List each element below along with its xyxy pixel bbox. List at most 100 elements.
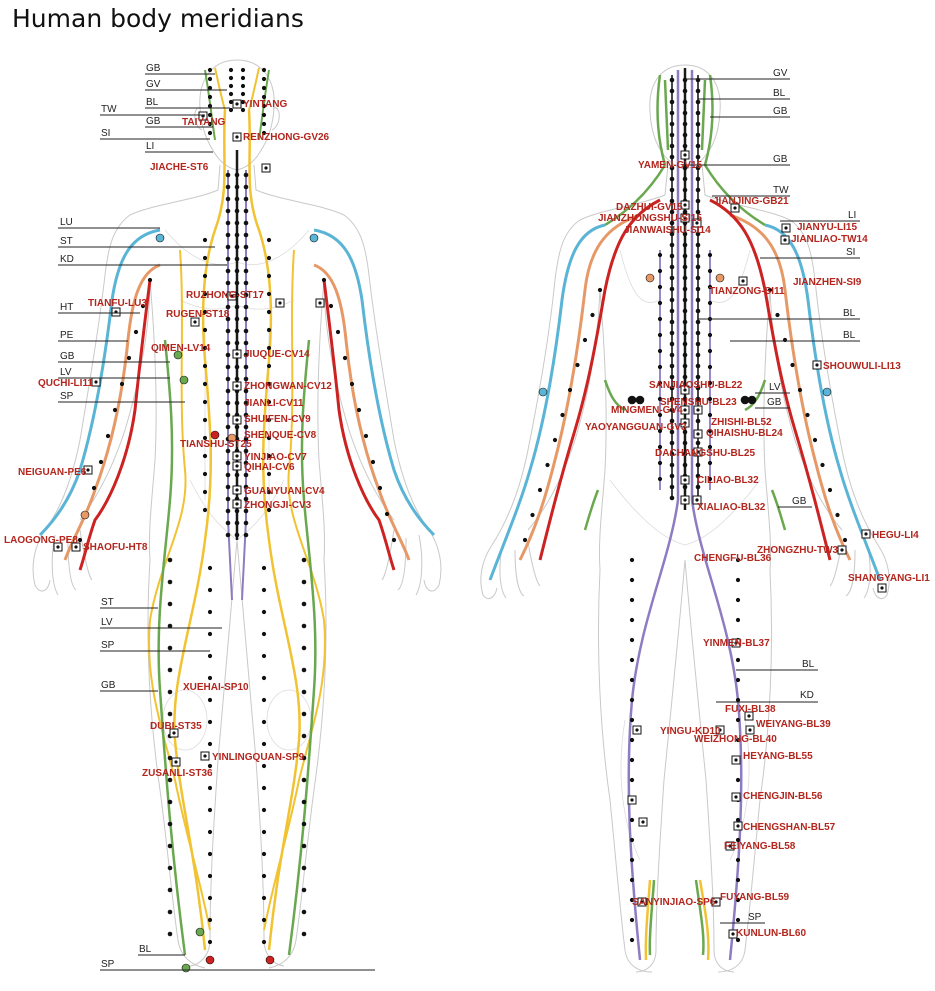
back-arm-dot: [805, 412, 810, 418]
point-mingmen: MINGMEN-GV4: [611, 405, 683, 416]
front-gv-head: [214, 67, 260, 111]
back-meridian-dot: [707, 476, 713, 482]
front-leg-dot: [261, 939, 267, 945]
back-meridian-dot: [695, 88, 701, 94]
front-leg-dot: [261, 851, 267, 857]
front-arm-dot: [140, 303, 146, 309]
back-meridian-dot: [682, 121, 688, 127]
back-gb-shoulder: [604, 164, 766, 227]
svg-text:GV: GV: [773, 68, 788, 79]
back-point-marker-center: [741, 279, 745, 283]
back-meridian-dot: [669, 451, 675, 457]
back-meridian-dot: [669, 231, 675, 237]
front-arm-dot: [370, 459, 376, 465]
front-head-dot: [207, 121, 213, 127]
front-leg-dot: [261, 873, 267, 879]
front-point-marker-center: [172, 731, 176, 735]
front-arm-dot: [328, 303, 334, 309]
svg-text:BL: BL: [802, 659, 815, 670]
colored-point-marker: [80, 510, 90, 520]
svg-text:LV: LV: [769, 382, 781, 393]
back-shoulder-blades: [609, 249, 761, 546]
back-leg-dot: [629, 757, 635, 763]
front-meridian-dot: [243, 244, 249, 250]
back-meridian-dot: [682, 264, 688, 270]
back-point-marker-center: [864, 532, 868, 536]
front-leg-dot: [207, 895, 213, 901]
front-meridian-dot: [243, 292, 249, 298]
front-leg-dot: [261, 609, 267, 615]
point-fuyang: FUYANG-BL59: [720, 892, 790, 903]
back-meridian-dot: [657, 428, 663, 434]
front-meridian-dot: [266, 471, 272, 477]
front-leg-dot: [207, 719, 213, 725]
svg-text:BL: BL: [843, 308, 856, 319]
front-st-line-left: [173, 109, 227, 951]
back-meridian-dot: [695, 99, 701, 105]
back-tag-bl-4: BL: [736, 659, 818, 671]
front-tag-sp-1: SP: [58, 391, 185, 403]
back-meridian-dot: [707, 348, 713, 354]
front-leg-dot: [207, 609, 213, 615]
back-meridian-tags: GV BL GB GB TW LI SI BL BL LV GB GB BL K…: [686, 68, 860, 924]
front-meridian-dot: [234, 472, 240, 478]
svg-text:TW: TW: [773, 185, 789, 196]
point-chengfu: CHENGFU-BL36: [694, 553, 772, 564]
svg-text:LU: LU: [60, 217, 73, 228]
back-leg-dot: [735, 657, 741, 663]
front-ht-line-left: [78, 279, 152, 571]
back-tag-gb-3: GB: [755, 397, 790, 409]
front-meridian-dot: [225, 196, 231, 202]
front-leg-dot: [167, 557, 173, 563]
front-head-dot: [261, 130, 267, 136]
back-point-marker-center: [683, 498, 687, 502]
back-point-marker-center: [695, 221, 699, 225]
back-leg-dot: [629, 897, 635, 903]
front-leg-dot: [301, 821, 307, 827]
back-leg-dot: [735, 777, 741, 783]
front-leg-dot: [261, 807, 267, 813]
back-meridian-dot: [707, 364, 713, 370]
back-meridian-dot: [657, 460, 663, 466]
front-leg-dot: [167, 667, 173, 673]
back-point-marker-center: [880, 586, 884, 590]
back-meridian-dot: [682, 253, 688, 259]
back-body-figure: [480, 64, 890, 973]
svg-text:GB: GB: [60, 351, 75, 362]
back-meridian-dot: [707, 412, 713, 418]
front-head-dot: [207, 130, 213, 136]
colored-point-marker: [635, 395, 645, 405]
back-meridian-dot: [682, 330, 688, 336]
back-tag-bl-2: BL: [698, 308, 860, 320]
front-head-dot: [207, 85, 213, 91]
front-meridian-dot: [266, 381, 272, 387]
front-tag-st-1: ST: [58, 236, 215, 248]
back-leg-dot: [629, 597, 635, 603]
back-point-marker-center: [640, 900, 644, 904]
front-meridian-dot: [266, 345, 272, 351]
point-zhishi: ZHISHI-BL52: [711, 417, 772, 428]
point-shaofu: SHAOFU-HT8: [83, 542, 148, 553]
back-meridian-dot: [707, 284, 713, 290]
back-meridian-dot: [669, 330, 675, 336]
front-meridian-dot: [243, 316, 249, 322]
colored-point-marker: [155, 233, 165, 243]
front-head-dot: [228, 67, 234, 73]
front-head-dot: [261, 67, 267, 73]
back-leg-dot: [735, 837, 741, 843]
colored-point-marker: [265, 955, 275, 965]
front-arm-dot: [133, 329, 139, 335]
back-point-marker-center: [728, 844, 732, 848]
back-legs-green: [648, 879, 705, 956]
back-meridian-dot: [669, 77, 675, 83]
back-meridian-dot: [682, 352, 688, 358]
point-yaoyangguan: YAOYANGGUAN-GV3: [585, 422, 687, 433]
back-arm-dot: [790, 362, 795, 368]
back-meridian-dot: [669, 187, 675, 193]
front-body-figure: [32, 59, 442, 969]
point-zhongwan: ZHONGWAN-CV12: [244, 381, 332, 392]
front-meridian-dot: [243, 376, 249, 382]
front-point-marker-center: [86, 468, 90, 472]
point-jianjing: JIANJING-GB21: [713, 196, 789, 207]
front-point-marker-center: [94, 380, 98, 384]
